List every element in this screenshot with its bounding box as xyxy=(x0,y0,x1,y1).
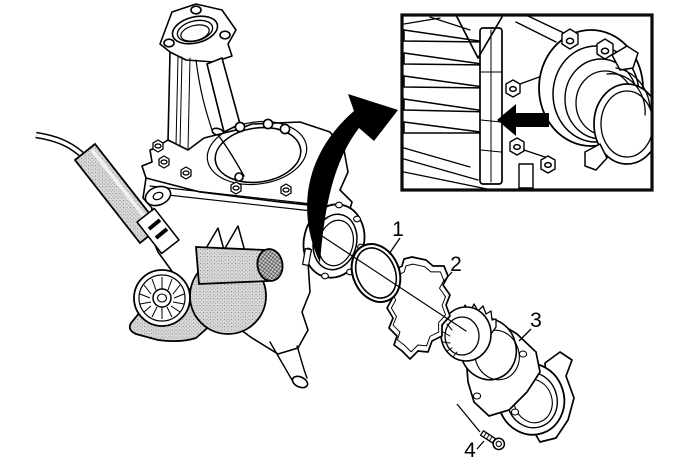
heat-gun-handle xyxy=(73,142,162,245)
part-4-bolt xyxy=(479,430,506,451)
dome-bolts xyxy=(234,118,291,135)
part-3-angle-gear-unit xyxy=(440,303,575,443)
assembly-axis-line xyxy=(321,235,467,332)
clamp-bracket-detail xyxy=(584,45,651,171)
detail-callout-arrow xyxy=(307,94,398,263)
heat-gun-fan-grille xyxy=(133,269,191,327)
mounting-bracket xyxy=(456,16,546,189)
seal-location-arrow-icon xyxy=(497,104,549,136)
heat-gun-nozzle-mesh xyxy=(256,248,284,282)
housing-fins xyxy=(204,225,245,251)
handle-highlight xyxy=(90,148,156,231)
cooling-fins xyxy=(403,16,493,189)
callout-4-tick xyxy=(476,440,485,450)
part-1-o-ring xyxy=(350,243,402,303)
callout-2-leader xyxy=(442,271,453,283)
callout-1-leader xyxy=(388,237,401,255)
callout-2-label: 2 xyxy=(450,253,462,276)
housing-tower xyxy=(159,3,241,151)
heat-gun xyxy=(35,131,284,343)
callout-1-label: 1 xyxy=(392,218,404,241)
callout-4-leader xyxy=(456,403,481,433)
callout-3-leader xyxy=(518,328,532,342)
callout-3-label: 3 xyxy=(530,309,542,332)
callout-4-label: 4 xyxy=(464,439,476,460)
hex-bolts xyxy=(152,139,292,197)
detail-inset-box xyxy=(400,13,654,192)
heat-gun-switch xyxy=(136,207,180,255)
